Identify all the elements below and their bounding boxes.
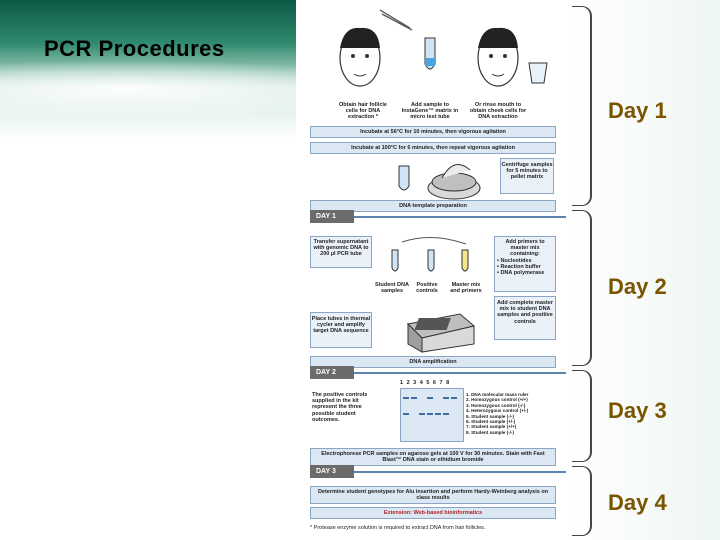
positive-note: The positive controls supplied in the ki…	[312, 392, 368, 423]
agarose-gel	[400, 388, 464, 442]
day-label-1: Day 1	[608, 98, 667, 123]
legend-item: 5. Student sample (-/-)	[466, 413, 514, 419]
incubate-56-band: Incubate at 56°C for 10 minutes, then vi…	[310, 126, 556, 138]
brace-day1	[572, 6, 592, 206]
day-label-4: Day 4	[608, 490, 667, 515]
gel-legend: 1. DNA molecular mass ruler 2. Homozygou…	[466, 392, 556, 435]
gel-band	[451, 397, 457, 399]
brace-day2	[572, 210, 592, 366]
mix-item: • Reaction buffer	[497, 263, 541, 270]
cup-icon	[528, 62, 548, 84]
day2-tag: DAY 2	[310, 366, 354, 379]
day3-tag: DAY 3	[310, 465, 354, 478]
positive-controls-label: Positive controls	[416, 282, 438, 295]
gel-band	[427, 397, 433, 399]
day3-line	[354, 471, 566, 473]
legend-item: 4. Heterozygous control (+/-)	[466, 408, 529, 414]
step-add-text: Add sample to InstaGene™ matrix in micro…	[401, 102, 459, 121]
brace-day4	[572, 466, 592, 536]
gel-band	[435, 413, 441, 415]
primers-text: Add primers to master mix containing:	[505, 239, 545, 258]
lane-numbers: 1 2 3 4 5 6 7 8	[400, 380, 451, 386]
gel-band	[403, 397, 409, 399]
centrifuge-icon	[427, 164, 481, 200]
centrifuge-box: Centrifuge samples for 5 minutes to pell…	[500, 158, 554, 194]
transfer-box: Transfer supernatant with genomic DNA to…	[310, 236, 372, 268]
legend-item: 3. Homozygous control (-/-)	[466, 402, 526, 408]
step-hair-text: Obtain hair follicle cells for DNA extra…	[339, 102, 387, 121]
gel-band	[403, 413, 409, 415]
head-right-icon	[477, 27, 519, 87]
add-complete-box: Add complete master mix to student DNA s…	[494, 296, 556, 340]
test-tube-icon	[424, 37, 436, 70]
determine-band: Determine student genotypes for Alu inse…	[310, 486, 556, 504]
gel-band	[443, 413, 449, 415]
legend-item: 1. DNA molecular mass ruler	[466, 392, 529, 397]
day-label-2: Day 2	[608, 274, 667, 299]
student-dna-label: Student DNA samples	[375, 282, 409, 295]
day2-line	[354, 372, 566, 374]
incubate-100-band: Incubate at 100°C for 6 minutes, then re…	[310, 142, 556, 154]
dna-amplification-band: DNA amplification	[310, 356, 556, 368]
gel-band	[419, 413, 425, 415]
day-label-3: Day 3	[608, 398, 667, 423]
legend-item: 7. Student sample (+/+)	[466, 424, 517, 430]
day1-tag: DAY 1	[310, 210, 354, 223]
slide-title: PCR Procedures	[44, 36, 225, 61]
primers-box: Add primers to master mix containing: • …	[494, 236, 556, 292]
day1-line	[354, 216, 566, 218]
footnote: * Protease enzyme solution is required t…	[310, 525, 486, 531]
legend-item: 2. Homozygous control (+/+)	[466, 397, 528, 403]
master-mix-label: Master mix and primers	[450, 282, 482, 295]
brace-day3	[572, 370, 592, 462]
mix-item: • Nucleotides	[497, 257, 532, 264]
tube-icon	[398, 165, 410, 191]
gel-band	[411, 397, 417, 399]
dna-template-band: DNA template preparation	[310, 200, 556, 212]
gel-band	[427, 413, 433, 415]
place-tubes-box: Place tubes in thermal cycler and amplif…	[310, 312, 372, 348]
tweezers-icon	[379, 9, 413, 31]
head-left-icon	[339, 27, 381, 87]
step-rinse-text: Or rinse mouth to obtain cheek cells for…	[469, 102, 527, 121]
legend-item: 6. Student sample (+/-)	[466, 419, 516, 425]
mix-item: • DNA polymerase	[497, 270, 545, 277]
gel-band	[443, 397, 449, 399]
legend-item: 8. Student sample (-/-)	[466, 429, 514, 435]
electrophorese-band: Electrophorese PCR samples on agarose ge…	[310, 448, 556, 466]
pcr-figure: Obtain hair follicle cells for DNA extra…	[296, 0, 566, 540]
thermal-cycler-icon	[406, 313, 476, 353]
pcr-tubes-icon	[391, 236, 469, 272]
extension-band: Extension: Web-based bioinformatics	[310, 507, 556, 519]
